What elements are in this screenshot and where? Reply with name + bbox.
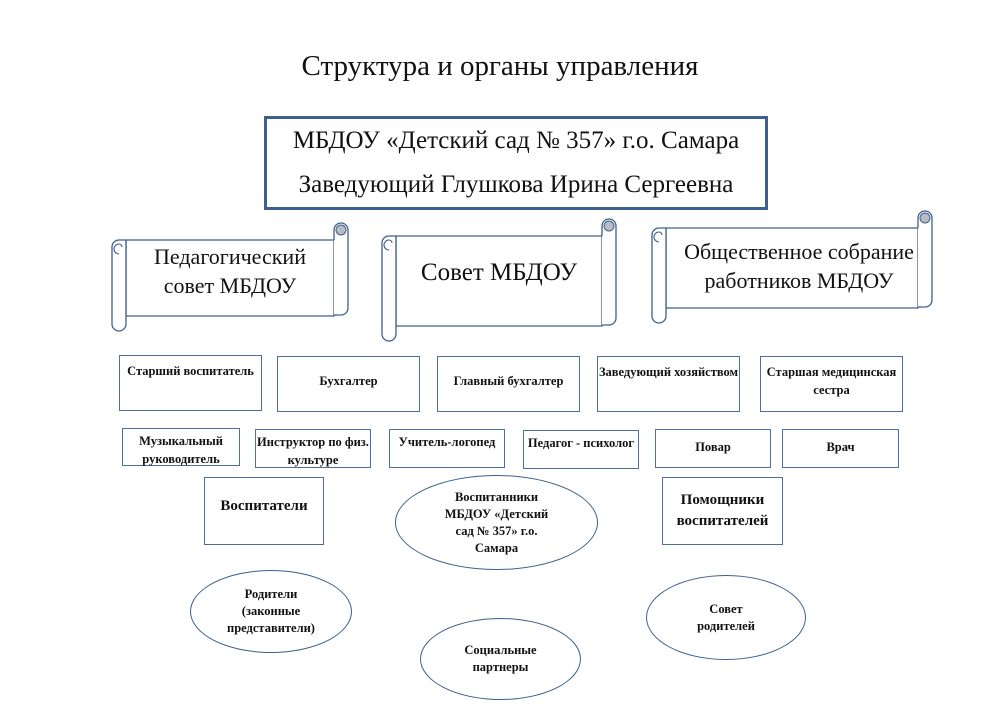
scroll-workers-assembly: Общественное собрание работников МБДОУ <box>651 210 933 324</box>
council-label: Совет МБДОУ <box>420 258 578 286</box>
staff-box: Педагог - психолог <box>523 430 639 469</box>
staff-box: Музыкальный руководитель <box>122 428 240 466</box>
staff-box: Учитель-логопед <box>389 429 505 468</box>
page-title: Структура и органы управления <box>301 50 699 82</box>
head-box: МБДОУ «Детский сад № 357» г.о. Самара За… <box>264 116 768 210</box>
assistants-box: Помощники воспитателей <box>662 477 783 545</box>
scroll-shape <box>111 222 349 332</box>
staff-box: Старшая медицинская сестра <box>760 356 903 412</box>
parents-ellipse: Родители (законные представители) <box>190 570 352 653</box>
staff-box: Инструктор по физ. культуре <box>255 429 371 468</box>
head-org-name: МБДОУ «Детский сад № 357» г.о. Самара <box>292 127 740 154</box>
staff-box: Повар <box>655 429 771 468</box>
scroll-pedagogical-council: Педагогический совет МБДОУ <box>111 222 349 332</box>
scroll-mbdou-council: Совет МБДОУ <box>381 218 617 342</box>
head-director: Заведующий Глушкова Ирина Сергеевна <box>298 171 734 198</box>
staff-box: Врач <box>782 429 899 468</box>
council-label: Педагогический совет МБДОУ <box>154 244 306 298</box>
social-partners-ellipse: Социальные партнеры <box>420 618 581 700</box>
scroll-shape <box>381 218 617 342</box>
staff-box: Бухгалтер <box>277 356 420 412</box>
parent-council-ellipse: Совет родителей <box>646 575 806 660</box>
staff-box: Главный бухгалтер <box>437 356 580 412</box>
staff-box: Заведующий хозяйством <box>597 356 740 412</box>
pupils-ellipse: Воспитанники МБДОУ «Детский сад № 357» г… <box>395 475 598 570</box>
staff-box: Старший воспитатель <box>119 355 262 411</box>
educators-box: Воспитатели <box>204 477 324 545</box>
scroll-shape <box>651 210 933 324</box>
council-label: Общественное собрание работников МБДОУ <box>684 239 914 293</box>
